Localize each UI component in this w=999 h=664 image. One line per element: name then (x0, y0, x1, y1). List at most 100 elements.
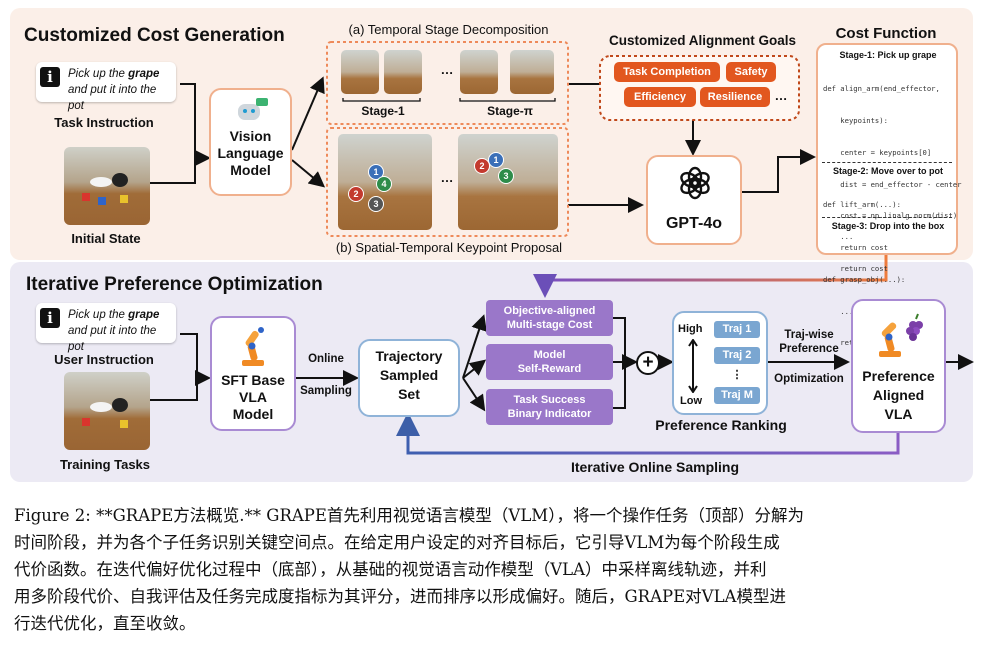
code-line: ... (823, 231, 854, 241)
traj-set-line3: Set (398, 386, 420, 402)
robot-arm-icon (236, 324, 270, 368)
high-label: High (678, 323, 703, 335)
info-icon: i (40, 308, 60, 328)
low-label: Low (680, 395, 702, 407)
task-success-indicator: Task Success Binary Indicator (486, 389, 613, 425)
online-label: Online (308, 353, 344, 365)
task-instruction-card: i Pick up the grape and put it into the … (36, 62, 176, 112)
vlm-box: Vision Language Model (209, 88, 292, 196)
caption-line-5: 行迭代优化，直至收敛。 (14, 614, 196, 633)
code-line: cost = np.linalg.norm(dist) (823, 211, 958, 221)
traj-2: Traj 2 (714, 347, 760, 364)
code-line: ... (823, 306, 854, 316)
sampling-label: Sampling (300, 385, 352, 397)
traj-dots: ⋮ (731, 369, 743, 381)
caption-line-2: 时间阶段，并为各个子任务识别关键空间点。在给定用户设定的对齐目标后，它引导VLM… (14, 533, 780, 552)
preference-optimization-title: Iterative Preference Optimization (26, 274, 323, 295)
traj-set-line1: Trajectory (375, 348, 443, 364)
vlm-label-line1: Vision (229, 128, 272, 144)
vlm-label-line3: Model (230, 162, 271, 178)
keypoint-1b: 1 (488, 152, 504, 168)
user-instruction-bold: grape (128, 309, 160, 321)
task-instruction-label: Task Instruction (54, 115, 154, 130)
model-self-reward: Model Self-Reward (486, 344, 613, 380)
trajwise-line1: Traj-wise (784, 329, 834, 341)
goal-task-completion: Task Completion (614, 62, 720, 82)
training-tasks-image (64, 372, 150, 450)
preference-ranking-box: High Low Traj 1 Traj 2 ⋮ Traj M (672, 311, 768, 415)
objective-aligned-cost: Objective-aligned Multi-stage Cost (486, 300, 613, 336)
stage1-header: Stage-1: Pick up grape (839, 50, 937, 60)
code-line: def grasp_obj(...): (823, 274, 906, 284)
vlm-label-line2: Language (217, 145, 284, 161)
temporal-decomposition-title: (a) Temporal Stage Decomposition (348, 22, 549, 37)
stage2-header: Stage-2: Move over to pot (832, 166, 943, 176)
sft-label-line1: SFT Base (221, 372, 285, 388)
user-instruction-text-post: and put it into the pot (68, 325, 157, 353)
info-icon: i (40, 67, 60, 87)
figure-caption: Figure 2: **GRAPE方法概览.** GRAPE首先利用视觉语言模型… (14, 502, 989, 637)
keypoint-4: 4 (376, 176, 392, 192)
sft-base-vla-box: SFT Base VLA Model (210, 316, 296, 431)
stage1-frame-2 (384, 50, 422, 94)
traj-1: Traj 1 (714, 321, 760, 338)
initial-state-image (64, 147, 150, 225)
goals-ellipsis: … (774, 88, 788, 103)
robot-head-icon (236, 98, 268, 122)
stagen-frame-2 (510, 50, 554, 94)
stage3-header: Stage-3: Drop into the box (831, 221, 945, 231)
cost3-line2: Binary Indicator (507, 408, 592, 420)
goal-efficiency: Efficiency (624, 87, 696, 107)
stage-ellipsis: … (440, 62, 454, 77)
stage2-code: def lift_arm(...): ... return cost (823, 179, 901, 296)
user-instruction-label: User Instruction (54, 352, 154, 367)
instruction-bold: grape (128, 68, 160, 80)
stagen-frame-1 (460, 50, 498, 94)
gpt-4o-label: GPT-4o (665, 215, 722, 232)
keypoint-3b: 3 (498, 168, 514, 184)
alignment-goals-title: Customized Alignment Goals (608, 33, 797, 48)
aligned-line2: Aligned (872, 387, 925, 403)
cost2-line2: Self-Reward (517, 363, 582, 375)
instruction-text-post: and put it into the pot (68, 84, 157, 112)
keypoint-ellipsis: … (440, 170, 454, 185)
goal-resilience: Resilience (700, 87, 770, 107)
code-line: def lift_arm(...): (823, 200, 901, 210)
code-line: center = keypoints[0] (823, 147, 932, 157)
aligned-line3: VLA (884, 406, 913, 422)
traj-set-line2: Sampled (379, 367, 439, 383)
caption-line-4: 用多阶段代价、自我评估及任务完成度指标为其评分，进而排序以形成偏好。随后，GRA… (14, 587, 786, 606)
goal-safety: Safety (726, 62, 776, 82)
spatial-keypoint-title: (b) Spatial-Temporal Keypoint Proposal (335, 240, 563, 255)
cost2-line1: Model (533, 349, 566, 361)
gpt-4o-box: GPT-4o (646, 155, 742, 245)
trajwise-line2: Preference (779, 343, 839, 355)
user-instruction-text-pre: Pick up the (68, 309, 129, 321)
keypoint-frame-1: 1 2 3 4 (338, 134, 432, 230)
initial-state-label: Initial State (71, 231, 141, 246)
stage-1-label: Stage-1 (361, 104, 405, 118)
optimization-label: Optimization (774, 373, 844, 385)
code-line: dist = end_effector - center (823, 179, 962, 189)
cost-generation-title: Customized Cost Generation (24, 25, 285, 46)
cost1-line1: Objective-aligned (503, 305, 596, 317)
code-line: return cost (823, 243, 888, 253)
preference-ranking-label: Preference Ranking (655, 417, 787, 433)
code-line: keypoints): (823, 115, 888, 125)
code-line: return cost (823, 263, 888, 273)
cost-function-box: Stage-1: Pick up grape def align_arm(end… (816, 43, 962, 347)
stage-divider (822, 162, 952, 163)
sft-label-line3: Model (232, 406, 274, 422)
instruction-text-pre: Pick up the (68, 68, 129, 80)
keypoint-2: 2 (348, 186, 364, 202)
plus-icon: + (636, 351, 660, 375)
robot-arm-grape-icon (875, 309, 925, 359)
iterative-sampling-label: Iterative Online Sampling (570, 459, 740, 475)
aligned-line1: Preference (862, 368, 935, 384)
stage-n-label: Stage-π (487, 104, 533, 118)
sft-label-line2: VLA (239, 389, 267, 405)
cost-function-title: Cost Function (835, 25, 937, 42)
keypoint-2b: 2 (474, 158, 490, 174)
openai-logo-icon (677, 165, 713, 201)
keypoint-frame-2: 1 2 3 (458, 134, 558, 230)
